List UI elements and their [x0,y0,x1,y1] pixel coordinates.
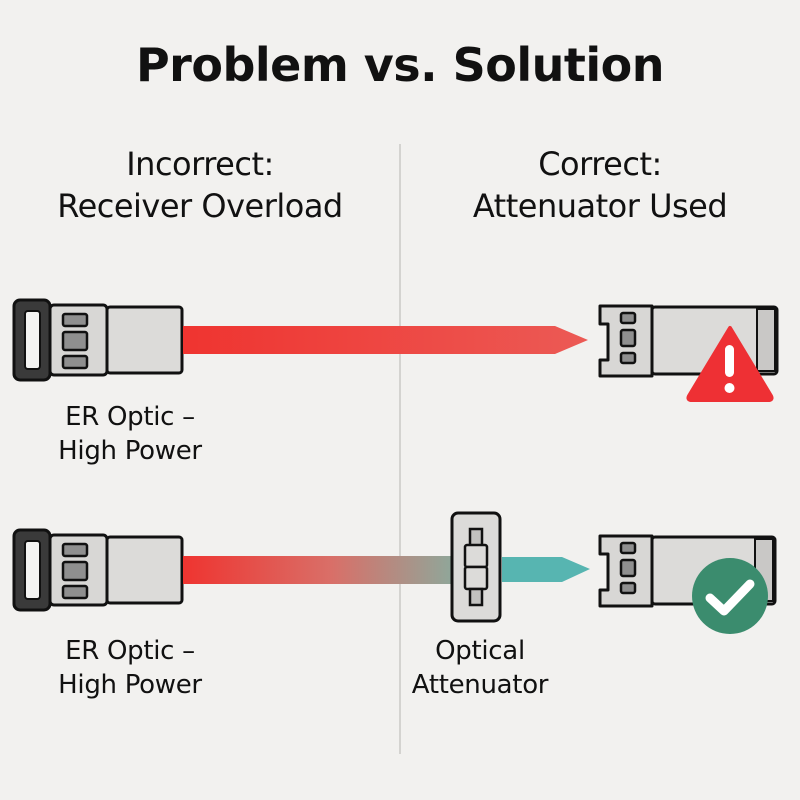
transmitter-label-top-line2: High Power [58,436,202,466]
transmitter-optic-bottom [12,528,184,612]
problem-heading: Incorrect: Receiver Overload [0,143,400,227]
solution-heading-line2: Attenuator Used [472,187,728,225]
transmitter-label-bottom-line2: High Power [58,670,202,700]
high-power-beam-bottom [183,556,453,584]
transmitter-label-top-line1: ER Optic – [65,402,195,432]
check-circle-icon [692,558,768,634]
solution-heading: Correct: Attenuator Used [400,143,800,227]
attenuator-label: Optical Attenuator [380,634,580,702]
solution-heading-line1: Correct: [538,145,662,183]
attenuator-label-line2: Attenuator [411,670,549,700]
column-divider [399,144,401,754]
transmitter-label-bottom-line1: ER Optic – [65,636,195,666]
page-title: Problem vs. Solution [135,38,665,92]
attenuated-beam [502,557,590,582]
attenuator-label-line1: Optical [435,636,525,666]
problem-heading-line1: Incorrect: [126,145,274,183]
high-power-beam-top [183,326,588,354]
transmitter-label-bottom: ER Optic – High Power [20,634,240,702]
transmitter-label-top: ER Optic – High Power [20,400,240,468]
problem-heading-line2: Receiver Overload [57,187,343,225]
transmitter-optic-top [12,298,184,382]
warning-triangle-icon [686,326,774,402]
optical-attenuator [450,511,502,623]
